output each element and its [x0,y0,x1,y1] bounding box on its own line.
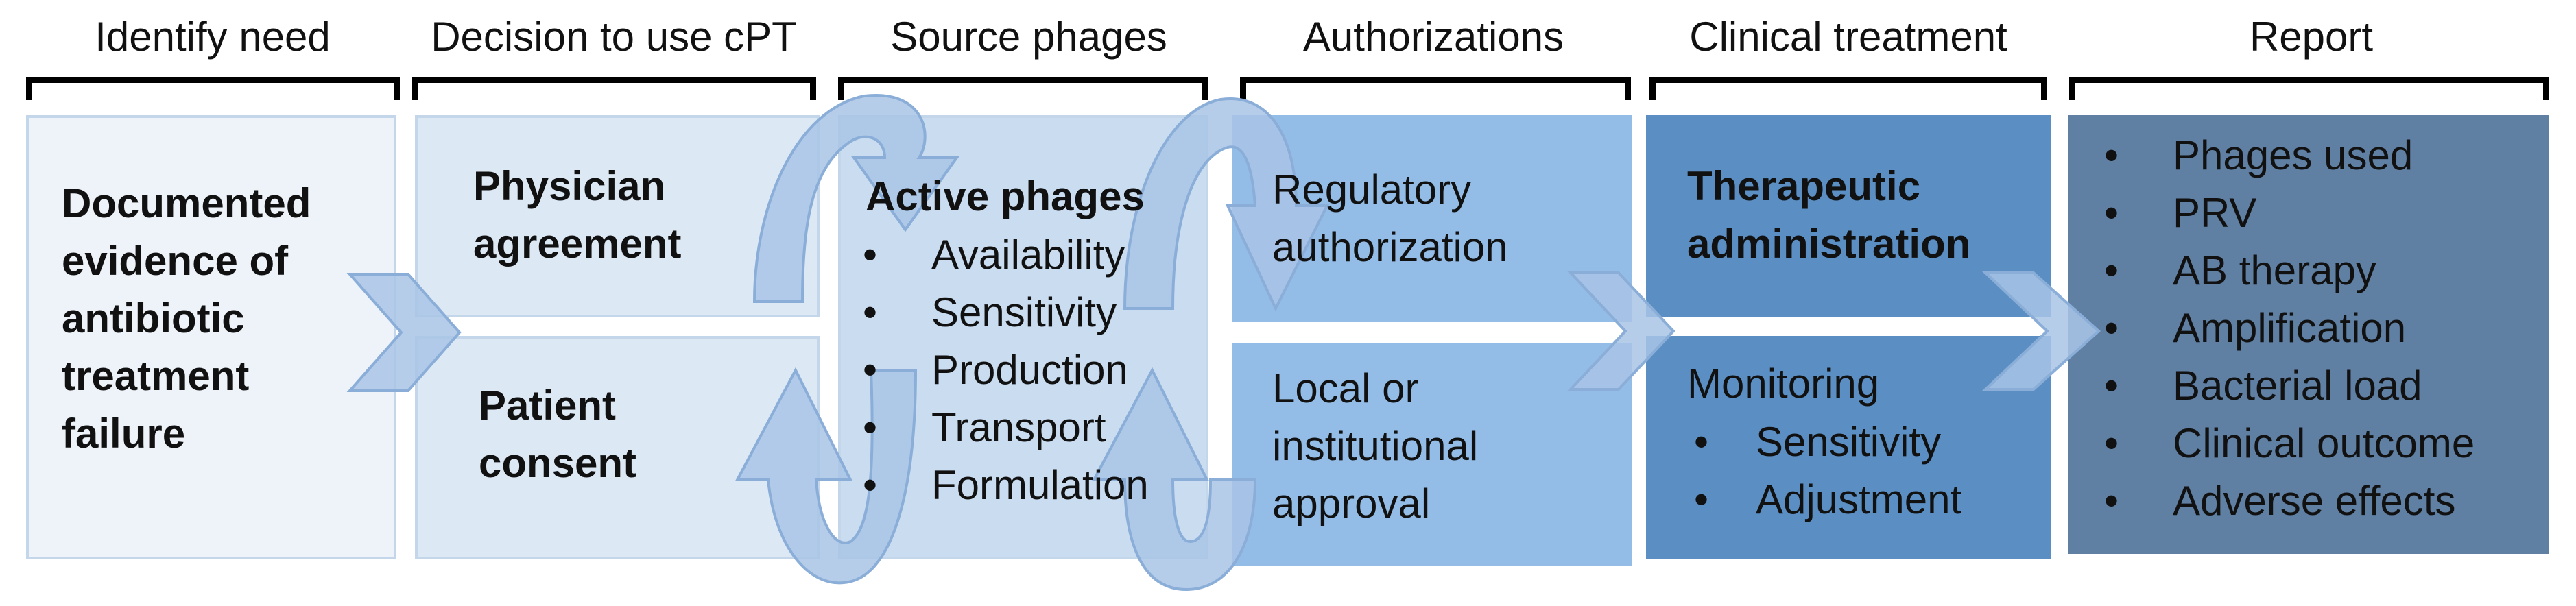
local-approval-box [1232,343,1632,566]
chevron-arrow-icon [1567,271,1675,391]
bracket-report [2069,77,2549,100]
identify-need-line: failure [62,411,186,457]
report-item-label: PRV [2173,190,2257,236]
local-approval-text: Local or institutional approval [1272,360,1478,533]
cycle-arrow-icon [1091,367,1257,592]
active-phages-item: • Production [863,341,1149,399]
report-item: • Amplification [2104,300,2474,357]
chevron-arrow-icon [346,273,462,392]
monitoring-item-label: Adjustment [1756,476,1962,522]
active-phages-item-label: Sensitivity [931,289,1117,335]
identify-need-line: Documented [62,180,311,226]
bullet-icon: • [1694,419,1709,465]
active-phages-item: • Availability [863,226,1149,284]
regulatory-authorization-text: Regulatory authorization [1272,161,1508,276]
bracket-identify-need [26,77,400,100]
patient-consent-box [415,336,820,559]
bullet-icon: • [2104,132,2119,178]
monitoring-list: • Sensitivity • Adjustment [1694,413,1961,529]
bullet-icon: • [1694,476,1709,522]
monitoring-item: • Sensitivity [1694,413,1961,471]
bullet-icon: • [863,232,878,278]
cycle-arrow-icon [1123,97,1330,312]
report-item-label: Clinical outcome [2173,420,2475,466]
report-item-label: Adverse effects [2173,478,2456,524]
active-phages-list: • Availability • Sensitivity • Production •… [863,226,1149,514]
stage-header-report: Report [2249,14,2374,60]
stage-header-source-phages: Source phages [890,14,1167,60]
identify-need-line: treatment [62,353,250,399]
monitoring-item-label: Sensitivity [1756,419,1942,465]
bullet-icon: • [2104,363,2119,409]
bullet-icon: • [863,462,878,508]
physician-agreement-line: Physician [473,163,666,209]
report-box [2068,115,2549,554]
regulatory-authorization-line: authorization [1272,224,1508,270]
report-item: • PRV [2104,184,2474,242]
active-phages-item-label: Formulation [931,462,1149,508]
report-item-label: Amplification [2173,305,2407,351]
active-phages-item: • Sensitivity [863,284,1149,341]
patient-consent-text: Patient consent [479,377,636,492]
bullet-icon: • [2104,305,2119,351]
report-item: • Clinical outcome [2104,415,2474,472]
report-item: • Adverse effects [2104,472,2474,530]
active-phages-title: Active phages [866,173,1145,219]
therapeutic-administration-box [1646,115,2051,317]
bullet-icon: • [2104,190,2119,236]
local-approval-line: Local or [1272,365,1419,411]
cycle-arrow-icon [735,367,918,585]
report-item: • AB therapy [2104,242,2474,300]
report-item-label: Bacterial load [2173,363,2422,409]
stage-header-decision: Decision to use cPT [431,14,797,60]
bullet-icon: • [863,404,878,450]
active-phages-item-label: Transport [931,404,1106,450]
identify-need-text: Documented evidence of antibiotic treatm… [62,175,311,463]
therapeutic-administration-text: Therapeutic administration [1687,158,1970,273]
patient-consent-line: Patient [479,383,617,428]
chevron-arrow-icon [1981,271,2101,391]
therapeutic-administration-line: administration [1687,221,1971,267]
local-approval-line: institutional [1272,423,1479,469]
patient-consent-line: consent [479,440,637,486]
identify-need-line: antibiotic [62,295,245,341]
stage-header-authorizations: Authorizations [1302,14,1564,60]
bracket-authorizations [1240,77,1631,100]
local-approval-line: approval [1272,481,1431,526]
bullet-icon: • [2104,420,2119,466]
report-item-label: Phages used [2173,132,2413,178]
stage-header-clinical: Clinical treatment [1689,14,2007,60]
physician-agreement-text: Physician agreement [473,158,681,273]
bullet-icon: • [863,347,878,393]
stage-header-identify-need: Identify need [95,14,331,60]
identify-need-line: evidence of [62,238,289,284]
report-item-label: AB therapy [2173,247,2376,293]
physician-agreement-box [415,115,820,317]
active-phages-item-label: Availability [931,232,1125,278]
bracket-decision [412,77,816,100]
identify-need-box [26,115,396,559]
regulatory-authorization-line: Regulatory [1272,167,1472,213]
report-item: • Bacterial load [2104,357,2474,415]
monitoring-box [1646,336,2051,559]
report-item: • Phages used [2104,127,2474,184]
bullet-icon: • [863,289,878,335]
cycle-arrow-icon [752,94,959,303]
physician-agreement-line: agreement [473,221,682,267]
bullet-icon: • [2104,247,2119,293]
active-phages-item: • Formulation [863,457,1149,514]
monitoring-item: • Adjustment [1694,471,1961,529]
active-phages-item-label: Production [931,347,1128,393]
monitoring-title: Monitoring [1687,361,1880,407]
report-list: • Phages used • PRV • AB therapy • Amplifica… [2104,127,2474,530]
therapeutic-administration-line: Therapeutic [1687,163,1921,209]
active-phages-item: • Transport [863,399,1149,457]
bullet-icon: • [2104,478,2119,524]
bracket-source-phages [838,77,1208,100]
bracket-clinical [1649,77,2047,100]
